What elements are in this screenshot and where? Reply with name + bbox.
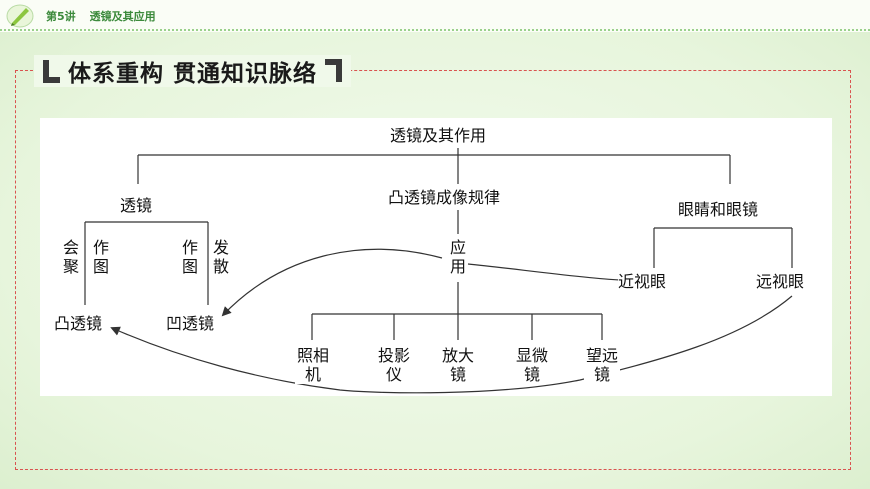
lesson-number: 第5讲 <box>46 10 76 23</box>
header-divider <box>0 29 870 31</box>
left-bracket-icon <box>43 60 60 83</box>
label-diverge: 发散 <box>212 238 229 276</box>
node-imaging-rule: 凸透镜成像规律 <box>388 188 501 207</box>
node-application: 应用 <box>449 238 467 276</box>
node-projector: 投影仪 <box>376 346 412 384</box>
section-title: 体系重构 贯通知识脉络 <box>68 61 318 87</box>
node-concave-lens: 凹透镜 <box>166 314 215 333</box>
node-microscope: 显微镜 <box>514 346 550 384</box>
header-bar: 第5讲透镜及其应用 <box>0 0 870 32</box>
node-magnifier: 放大镜 <box>440 346 476 384</box>
node-hyperopia: 远视眼 <box>756 272 805 291</box>
lesson-title: 透镜及其应用 <box>89 10 156 23</box>
concept-map: 透镜及其作用 透镜 凸透镜成像规律 眼睛和眼镜 会聚 作图 作图 发散 应用 近… <box>40 118 832 396</box>
label-draw-right: 作图 <box>181 238 198 276</box>
node-convex-lens: 凸透镜 <box>54 314 103 333</box>
node-lens: 透镜 <box>120 196 153 215</box>
label-converge: 会聚 <box>62 238 79 276</box>
node-root: 透镜及其作用 <box>390 126 487 145</box>
right-bracket-icon <box>325 59 343 82</box>
lesson-label: 第5讲透镜及其应用 <box>46 8 170 24</box>
label-draw-left: 作图 <box>92 238 109 276</box>
connector-lines <box>84 148 793 394</box>
section-heading: 体系重构 贯通知识脉络 <box>34 55 352 87</box>
node-telescope: 望远镜 <box>584 346 620 384</box>
node-eye: 眼睛和眼镜 <box>678 200 759 219</box>
node-myopia: 近视眼 <box>618 272 667 291</box>
node-camera: 照相机 <box>295 346 331 384</box>
pen-icon <box>6 4 34 28</box>
content-frame <box>15 70 851 470</box>
